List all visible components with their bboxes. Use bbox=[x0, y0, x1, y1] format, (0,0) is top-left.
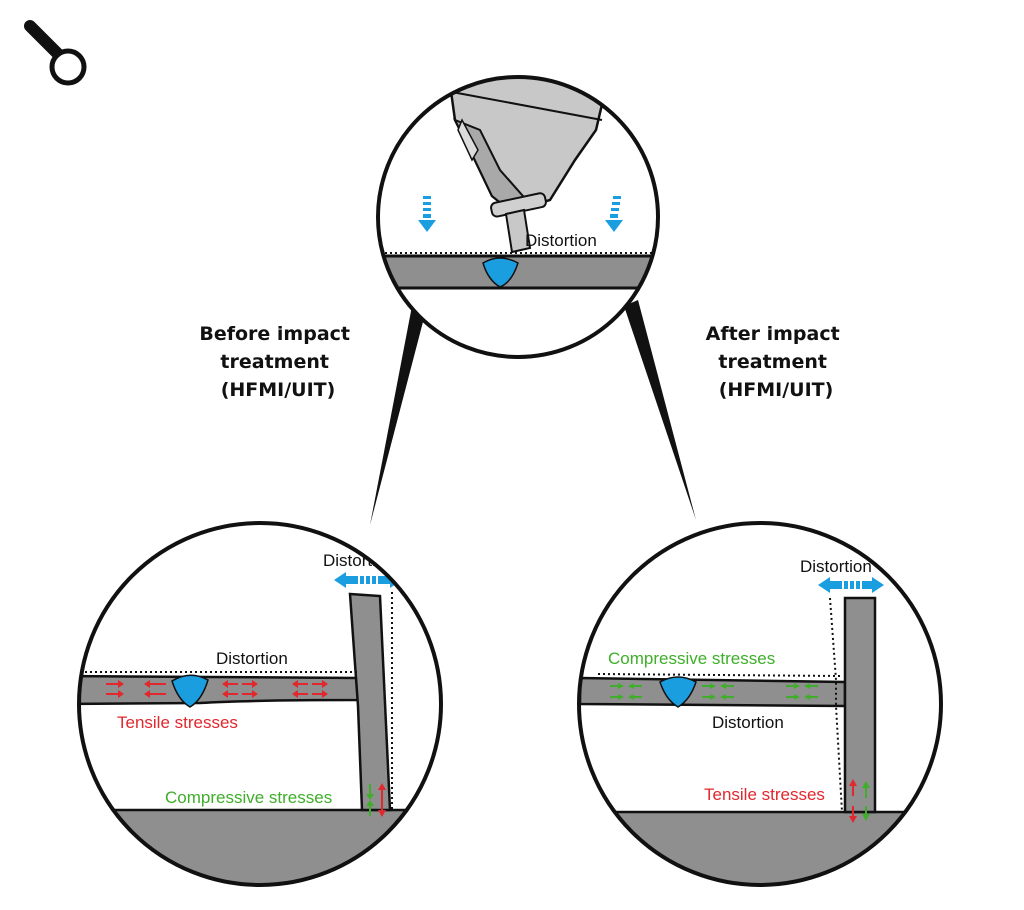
plate bbox=[378, 254, 658, 290]
original-vertical-line bbox=[829, 597, 843, 813]
horizontal-flange bbox=[579, 676, 847, 708]
before-heading-line-2: treatment bbox=[220, 351, 329, 373]
base-plate bbox=[79, 808, 441, 885]
magnifier-icon bbox=[24, 20, 87, 86]
horizontal-flange bbox=[79, 674, 360, 706]
tool-pressure-arrow-right bbox=[605, 196, 623, 232]
after-heading-line-2: treatment bbox=[718, 351, 827, 373]
after-compressive-label: Compressive stresses bbox=[608, 649, 775, 668]
compressive-stress-arrows bbox=[610, 683, 870, 821]
tool-pressure-arrow-left bbox=[418, 196, 436, 232]
before-heading-line-3: (HFMI/UIT) bbox=[221, 379, 336, 401]
weld-bead bbox=[659, 676, 697, 708]
before-tensile-label: Tensile stresses bbox=[117, 713, 238, 732]
before-compressive-label: Compressive stresses bbox=[165, 788, 332, 807]
distortion-arrow-horizontal bbox=[818, 577, 884, 593]
before-distortion-flange-label: Distortion bbox=[216, 649, 288, 668]
before-zoom-circle: Distortion Distortion Tensile stresses C… bbox=[77, 521, 443, 887]
tensile-stress-arrows bbox=[106, 680, 386, 817]
left-connector-wedge bbox=[370, 306, 424, 525]
original-horizontal-line bbox=[597, 673, 841, 677]
weld-bead bbox=[171, 674, 209, 708]
right-connector-wedge bbox=[624, 300, 696, 520]
after-heading-line-1: After impact bbox=[706, 323, 840, 345]
after-heading-line-3: (HFMI/UIT) bbox=[719, 379, 834, 401]
after-distortion-top-label: Distortion bbox=[800, 557, 872, 576]
tensile-stress-arrows bbox=[849, 779, 857, 823]
after-distortion-flange-label: Distortion bbox=[712, 713, 784, 732]
after-zoom-circle: Distortion Compressive stresses Distorti… bbox=[577, 521, 943, 887]
impact-tool bbox=[446, 77, 612, 254]
weld-bead bbox=[482, 257, 519, 288]
before-heading-line-1: Before impact bbox=[199, 323, 350, 345]
compressive-stress-arrows bbox=[366, 784, 374, 816]
top-zoom-circle: Distortion bbox=[376, 75, 660, 359]
top-distortion-label: Distortion bbox=[525, 231, 597, 250]
vertical-web bbox=[348, 592, 392, 812]
after-heading: After impact treatment (HFMI/UIT) bbox=[706, 323, 847, 401]
before-heading: Before impact treatment (HFMI/UIT) bbox=[199, 323, 356, 401]
vertical-web bbox=[843, 596, 877, 814]
after-tensile-label: Tensile stresses bbox=[704, 785, 825, 804]
